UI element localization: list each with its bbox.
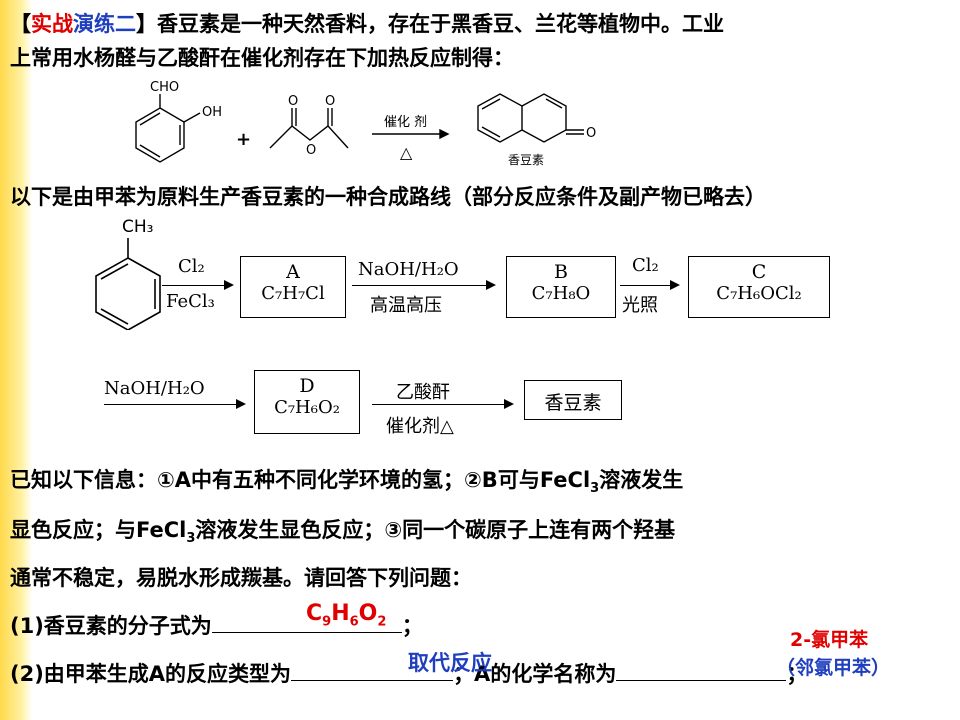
- compound-b-formula: C₇H₈O: [531, 283, 591, 304]
- ans-2: 2: [377, 614, 387, 630]
- step3-arrow: [620, 280, 680, 290]
- heat-symbol: △: [400, 143, 413, 162]
- compound-c-name: C: [751, 261, 767, 283]
- tag-yanlian: 演练二: [73, 12, 136, 36]
- question-2-blank-1[interactable]: [291, 662, 454, 681]
- bracket-open: 【: [10, 12, 31, 36]
- compound-a-box: A C₇H₇Cl: [240, 256, 346, 318]
- catalyst-label: 催化 剂: [384, 115, 427, 130]
- compound-d-name: D: [299, 375, 315, 397]
- question-2: (2)由甲苯生成A的反应类型为 ；A的化学名称为 ；: [10, 658, 807, 688]
- oh-label: OH: [202, 105, 222, 120]
- cho-label: CHO: [150, 80, 179, 95]
- step1-arrow: [162, 280, 234, 290]
- answer-2-name-line1: 2-氯甲苯: [790, 629, 869, 651]
- coumarin-label: 香豆素: [508, 153, 544, 167]
- tag-shizhan: 实战: [31, 12, 73, 36]
- o-right-label: O: [325, 94, 335, 109]
- coumarin-structure: [477, 93, 584, 143]
- info-1b: 溶液发生: [599, 468, 684, 492]
- coumarin-product-label: 香豆素: [544, 392, 602, 414]
- compound-a-formula: C₇H₇Cl: [261, 283, 325, 304]
- question-1: (1)香豆素的分子式为 ；: [10, 610, 423, 640]
- info-1a: 已知以下信息：①A中有五种不同化学环境的氢；②B可与FeCl: [10, 468, 591, 492]
- compound-c-box: C C₇H₆OCl₂: [688, 256, 830, 318]
- intro-line-2: 上常用水杨醛与乙酸酐在催化剂存在下加热反应制得：: [10, 46, 514, 70]
- step5-condition: 催化剂△: [386, 416, 454, 437]
- salicylaldehyde-structure: [135, 94, 201, 163]
- decorative-side-band: [0, 0, 32, 720]
- step4-reagent: NaOH/H₂O: [104, 378, 205, 399]
- ans-h: H: [331, 601, 350, 626]
- question-2-end: ；: [786, 662, 808, 686]
- compound-b-name: B: [554, 261, 568, 283]
- answer-2-reaction-type: 取代反应: [408, 651, 492, 675]
- intro-line-1: 【实战演练二】香豆素是一种天然香料，存在于黑香豆、兰花等植物中。工业: [10, 8, 724, 38]
- methyl-label: CH₃: [122, 217, 153, 237]
- compound-c-formula: C₇H₆OCl₂: [716, 283, 802, 304]
- info-2b: 溶液发生显色反应；③同一个碳原子上连有两个羟基: [195, 518, 676, 542]
- plus-sign: +: [236, 129, 251, 150]
- question-1-text: (1)香豆素的分子式为: [10, 614, 212, 638]
- ans-9: 9: [322, 614, 332, 630]
- step3-reagent: Cl₂: [632, 255, 659, 276]
- carbonyl-o-label: O: [586, 126, 596, 141]
- info-line-1: 已知以下信息：①A中有五种不同化学环境的氢；②B可与FeCl3溶液发生: [10, 464, 683, 496]
- reaction-arrow: [372, 128, 450, 140]
- step3-condition: 光照: [622, 295, 658, 316]
- o-left-label: O: [288, 94, 298, 109]
- compound-d-formula: C₇H₆O₂: [274, 397, 340, 418]
- o-mid-label: O: [306, 143, 316, 158]
- question-2-sep: ；A的化学名称为: [453, 662, 617, 686]
- ans-c: C: [306, 601, 323, 626]
- info-line-2: 显色反应；与FeCl3溶液发生显色反应；③同一个碳原子上连有两个羟基: [10, 514, 675, 546]
- step2-arrow: [352, 280, 496, 290]
- toluene-structure: CH₃: [95, 217, 161, 330]
- step5-reagent: 乙酸酐: [396, 382, 450, 403]
- route-intro: 以下是由甲苯为原料生产香豆素的一种合成路线（部分反应条件及副产物已略去）: [10, 185, 766, 209]
- answer-2-name-line2: （邻氯甲苯）: [776, 657, 891, 679]
- ans-o: O: [358, 601, 378, 626]
- question-1-blank[interactable]: [211, 614, 402, 633]
- step5-arrow: [372, 399, 514, 409]
- intro-text-1: 香豆素是一种天然香料，存在于黑香豆、兰花等植物中。工业: [157, 12, 724, 36]
- coumarin-product-box: 香豆素: [524, 380, 622, 420]
- compound-d-box: D C₇H₆O₂: [254, 370, 360, 434]
- question-2-text: (2)由甲苯生成A的反应类型为: [10, 662, 292, 686]
- question-2-blank-2[interactable]: [616, 662, 787, 681]
- step2-reagent: NaOH/H₂O: [358, 259, 459, 280]
- step2-condition: 高温高压: [370, 295, 442, 316]
- info-2a: 显色反应；与FeCl: [10, 518, 187, 542]
- bracket-close: 】: [136, 12, 157, 36]
- salicylaldehyde-reaction-scheme: CHO OH + O O O 催化 剂 △ O 香豆素: [135, 80, 596, 167]
- ans-6: 6: [349, 614, 359, 630]
- info-1-sub: 3: [590, 481, 600, 497]
- info-line-3: 通常不稳定，易脱水形成羰基。请回答下列问题：: [10, 566, 472, 590]
- answer-1-formula: C9H6O2: [306, 601, 386, 629]
- step1-catalyst: FeCl₃: [166, 291, 215, 312]
- compound-b-box: B C₇H₈O: [506, 256, 616, 318]
- info-2-sub: 3: [186, 531, 196, 547]
- compound-a-name: A: [286, 261, 300, 283]
- step1-reagent: Cl₂: [178, 256, 205, 277]
- step4-arrow: [104, 399, 246, 409]
- acetic-anhydride-structure: [269, 108, 349, 149]
- question-1-end: ；: [401, 614, 423, 638]
